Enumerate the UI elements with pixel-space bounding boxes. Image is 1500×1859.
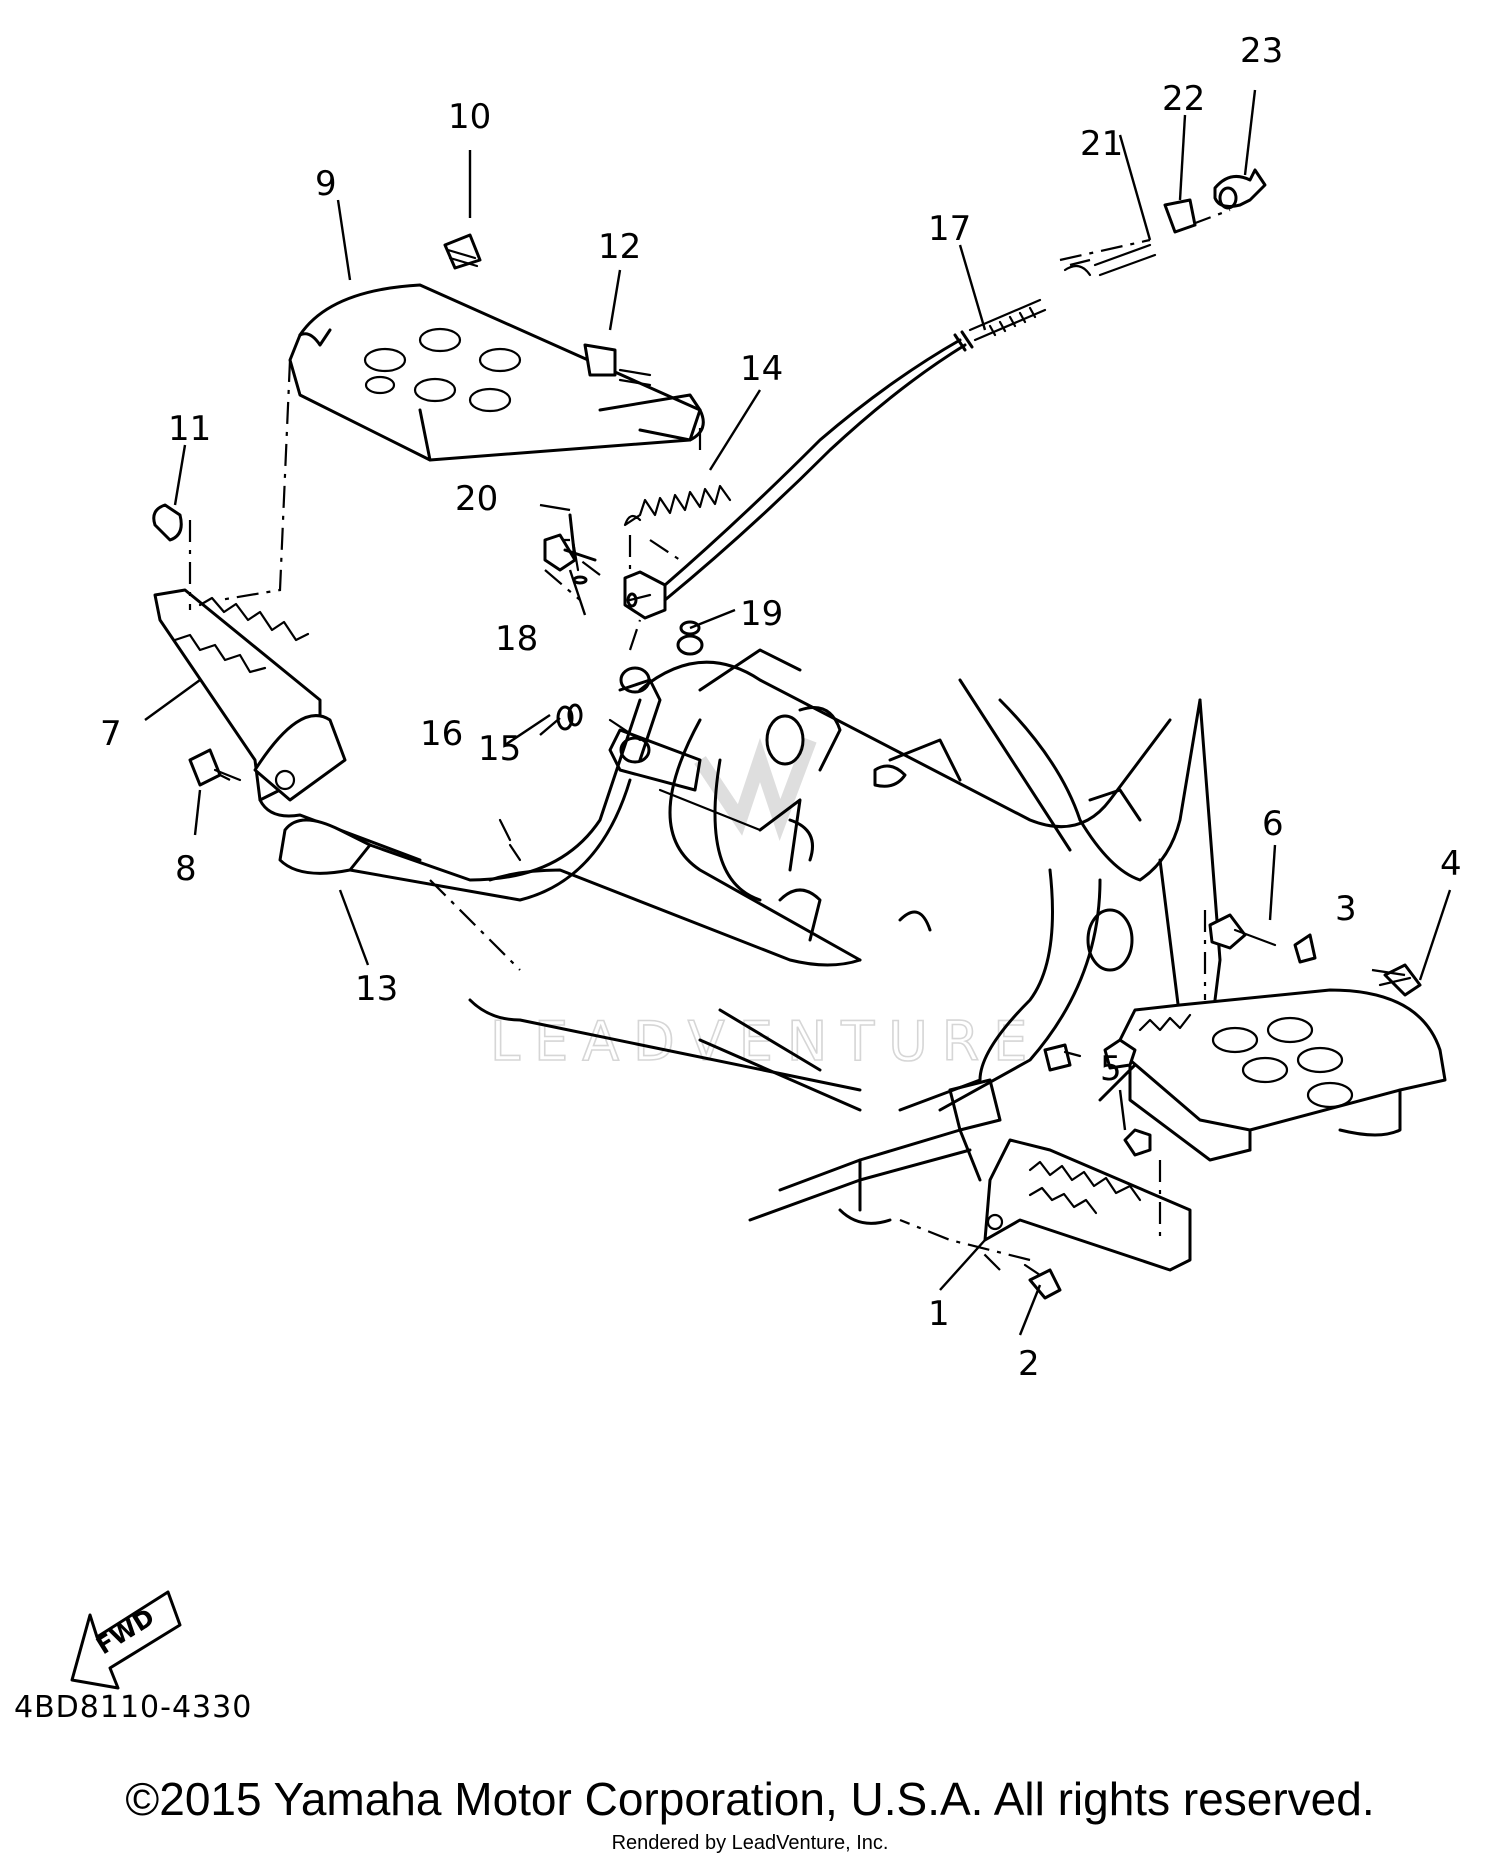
frame-drawing (468, 648, 1222, 1225)
rendered-by-credit: Rendered by LeadVenture, Inc. (611, 1832, 889, 1854)
callout-11: 11 (168, 409, 211, 449)
part-callouts: 1 2 3 4 5 6 7 8 9 10 11 12 13 14 15 16 1… (100, 31, 1462, 1384)
callout-1: 1 (928, 1294, 950, 1334)
callout-13: 13 (355, 969, 398, 1009)
callout-22: 22 (1162, 79, 1205, 119)
right-footrest-assembly (899, 910, 1447, 1300)
forward-direction-arrow: FWD (70, 1590, 182, 1690)
callout-7: 7 (100, 714, 122, 754)
callout-10: 10 (448, 97, 491, 137)
diagram-code: 4BD8110-4330 (14, 1690, 253, 1725)
callout-20: 20 (455, 479, 498, 519)
callout-18: 18 (495, 619, 538, 659)
callout-6: 6 (1262, 804, 1284, 844)
copyright-notice: ©2015 Yamaha Motor Corporation, U.S.A. A… (125, 1773, 1375, 1825)
callout-9: 9 (315, 164, 337, 204)
callout-8: 8 (175, 849, 197, 889)
callout-3: 3 (1335, 889, 1357, 929)
callout-14: 14 (740, 349, 783, 389)
leader-lines (144, 89, 1452, 1336)
callout-23: 23 (1240, 31, 1283, 71)
left-footrest-assembly (152, 208, 1231, 971)
callout-5: 5 (1100, 1049, 1122, 1089)
callout-12: 12 (598, 227, 641, 267)
leadventure-watermark: LEADVENTURE (489, 737, 1041, 1074)
callout-19: 19 (740, 594, 783, 634)
callout-17: 17 (928, 209, 971, 249)
callout-15: 15 (478, 729, 521, 769)
callout-2: 2 (1018, 1344, 1040, 1384)
watermark-text: LEADVENTURE (490, 1010, 1041, 1073)
brake-cable (663, 168, 1267, 602)
callout-16: 16 (420, 714, 463, 754)
callout-21: 21 (1080, 124, 1123, 164)
callout-4: 4 (1440, 844, 1462, 884)
